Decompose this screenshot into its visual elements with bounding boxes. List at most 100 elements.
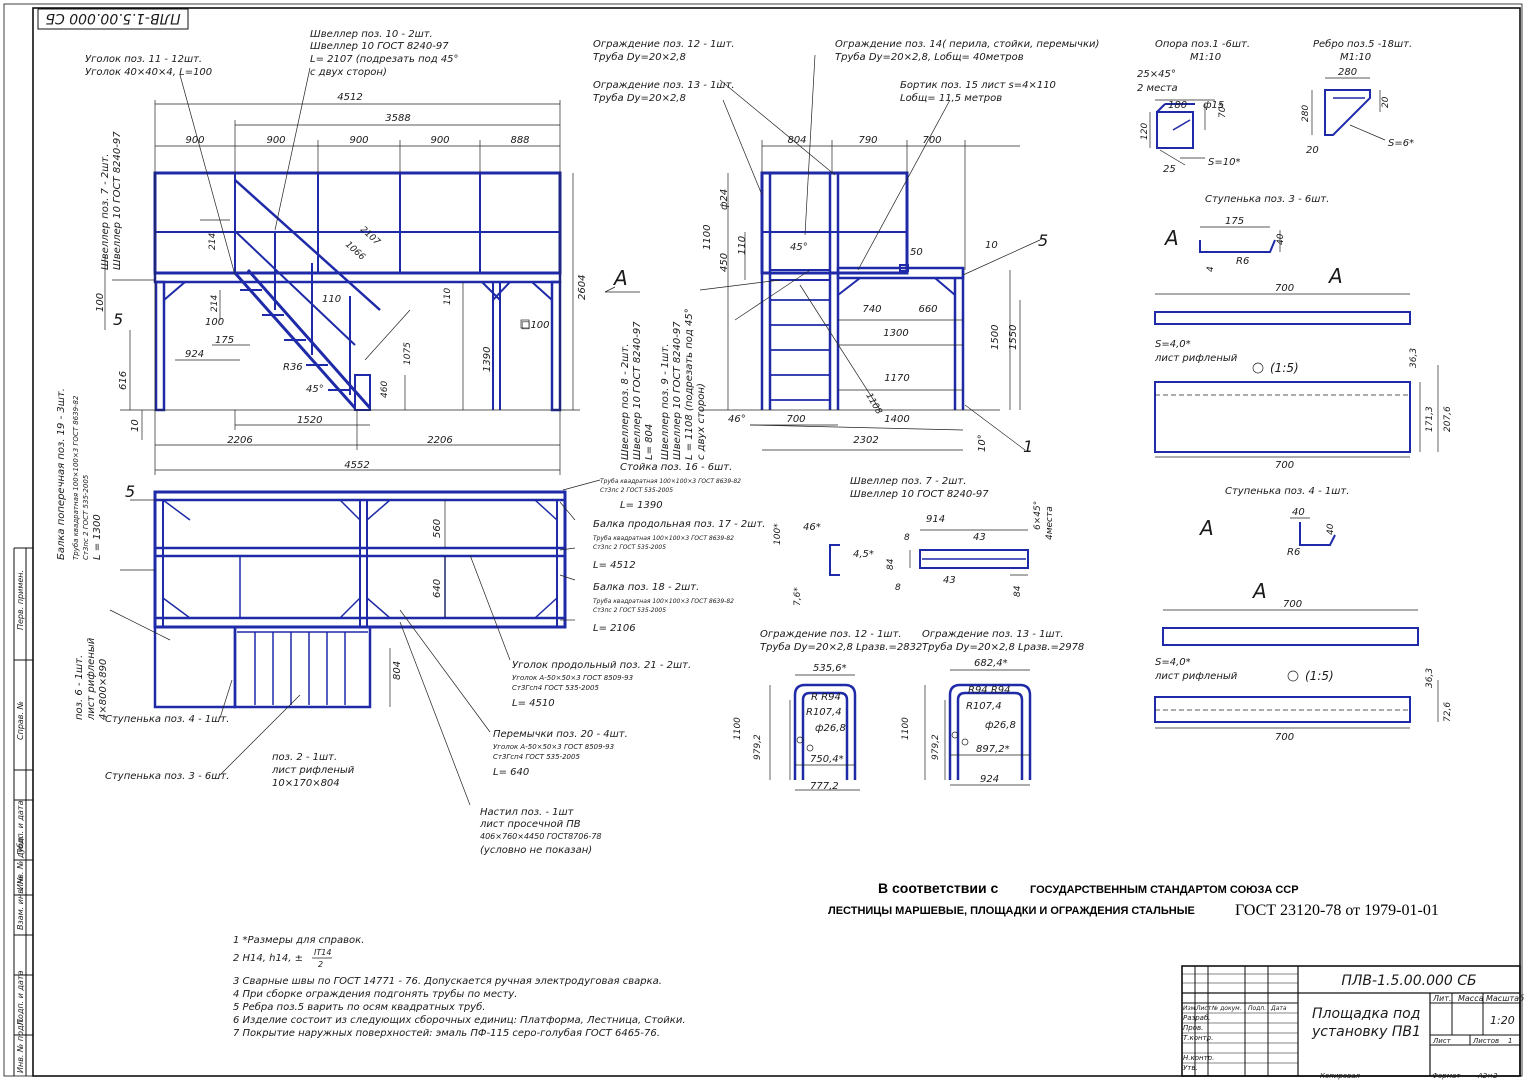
svg-text:Ступенька поз. 3 - 6шт.: Ступенька поз. 3 - 6шт.	[105, 771, 229, 782]
detail-step-3: Ступенька поз. 3 - 6шт. 175 40 4 R6 A A …	[1154, 194, 1453, 471]
svg-text:1550: 1550	[1008, 325, 1019, 350]
svg-text:№ докум.: № докум.	[1211, 1005, 1242, 1012]
svg-text:Лист: Лист	[1195, 1005, 1212, 1012]
svg-text:Швеллер поз. 9 - 1шт.: Швеллер поз. 9 - 1шт.	[660, 344, 671, 460]
svg-text:ф26,8: ф26,8	[985, 720, 1016, 731]
svg-text:Ст3Гсп4 ГОСТ 535-2005: Ст3Гсп4 ГОСТ 535-2005	[512, 684, 599, 692]
svg-text:4: 4	[1206, 266, 1216, 272]
svg-text:804: 804	[787, 135, 806, 146]
svg-text:Швеллер поз. 7 - 2шт.: Швеллер поз. 7 - 2шт.	[850, 476, 966, 487]
svg-text:R R94: R R94	[811, 692, 841, 703]
svg-text:S=4,0*: S=4,0*	[1155, 657, 1191, 668]
svg-text:Уголок 40×40×4, L=100: Уголок 40×40×4, L=100	[85, 67, 212, 78]
svg-text:S=4,0*: S=4,0*	[1155, 339, 1191, 350]
svg-text:1300: 1300	[883, 328, 908, 339]
svg-text:R94 R94: R94 R94	[968, 685, 1011, 696]
svg-text:Швеллер 10 ГОСТ 8240-97: Швеллер 10 ГОСТ 8240-97	[672, 321, 683, 460]
svg-text:ПЛВ-1.5.00.000 СБ: ПЛВ-1.5.00.000 СБ	[1341, 973, 1476, 989]
svg-text:43: 43	[973, 532, 986, 543]
svg-text:2604: 2604	[577, 275, 588, 300]
svg-text:100: 100	[95, 293, 106, 312]
svg-text:4×800×890: 4×800×890	[98, 659, 109, 720]
svg-text:В соответствии с: В соответствии с	[878, 880, 998, 896]
svg-text:Труба Dy=20×2,8: Труба Dy=20×2,8	[593, 51, 686, 63]
svg-text:Н.контр.: Н.контр.	[1183, 1054, 1214, 1062]
svg-text:120: 120	[1140, 123, 1150, 140]
svg-text:лист рифленый: лист рифленый	[271, 765, 355, 776]
svg-text:Ст3пс 2 ГОСТ 535-2005: Ст3пс 2 ГОСТ 535-2005	[600, 487, 673, 494]
svg-text:Подп. и дата: Подп. и дата	[16, 970, 25, 1025]
svg-text:Ст3пс 2 ГОСТ 535-2005: Ст3пс 2 ГОСТ 535-2005	[593, 544, 666, 551]
svg-text:Труба квадратная 100×100×3 ГОС: Труба квадратная 100×100×3 ГОСТ 8639-82	[593, 598, 734, 605]
svg-text:Ступенька поз. 4 - 1шт.: Ступенька поз. 4 - 1шт.	[1225, 486, 1349, 497]
svg-text:Труба квадратная 100×100×3 ГОС: Труба квадратная 100×100×3 ГОСТ 8639-82	[593, 535, 734, 542]
svg-text:L = 1108 (подрезать под 45°: L = 1108 (подрезать под 45°	[684, 308, 695, 460]
svg-text:Балка продольная поз. 17 - 2шт: Балка продольная поз. 17 - 2шт.	[593, 519, 765, 530]
svg-text:Ст3пс 2 ГОСТ 535-2005: Ст3пс 2 ГОСТ 535-2005	[593, 607, 666, 614]
svg-text:Перемычки поз. 20 - 4шт.: Перемычки поз. 20 - 4шт.	[493, 729, 628, 740]
detail-railing-13: Ограждение поз. 13 - 1шт. Труба Dy=20×2,…	[901, 629, 1084, 786]
svg-text:6×45°: 6×45°	[1033, 501, 1043, 530]
svg-text:700: 700	[786, 414, 805, 425]
svg-text:Т.контр.: Т.контр.	[1183, 1034, 1213, 1042]
svg-text:Труба Dy=20×2,8, Lобщ= 40метро: Труба Dy=20×2,8, Lобщ= 40метров	[835, 51, 1024, 63]
svg-text:3588: 3588	[385, 113, 410, 124]
detail-rebro: Ребро поз.5 -18шт. М1:10 280 280 20 20 S…	[1301, 38, 1414, 156]
svg-text:900: 900	[349, 135, 368, 146]
svg-text:50: 50	[910, 247, 923, 258]
svg-text:Площадка под: Площадка под	[1312, 1006, 1420, 1022]
svg-text:A2×2: A2×2	[1477, 1072, 1498, 1080]
svg-text:40: 40	[1276, 233, 1286, 245]
svg-text:207,6: 207,6	[1443, 406, 1453, 432]
svg-text:2: 2	[318, 960, 323, 969]
svg-text:Лист: Лист	[1432, 1037, 1452, 1045]
svg-text:1066: 1066	[343, 240, 367, 263]
svg-text:Подп.: Подп.	[1248, 1005, 1266, 1012]
note-4: 4 При сборке ограждения подгонять трубы …	[233, 988, 517, 1000]
svg-text:2302: 2302	[853, 435, 878, 446]
svg-text:(1:5): (1:5)	[1305, 669, 1334, 683]
svg-text:Балка поперечная поз. 19 - 3шт: Балка поперечная поз. 19 - 3шт.	[56, 388, 67, 560]
svg-text:Пров.: Пров.	[1183, 1024, 1203, 1032]
svg-text:4,5*: 4,5*	[853, 549, 874, 560]
svg-text:979,2: 979,2	[753, 734, 763, 760]
svg-text:1500: 1500	[990, 325, 1001, 350]
svg-text:616: 616	[118, 371, 129, 390]
svg-text:S=10*: S=10*	[1208, 157, 1240, 168]
svg-text:8: 8	[895, 583, 901, 593]
front-view: Уголок поз. 11 - 12шт. Уголок 40×40×4, L…	[85, 29, 640, 475]
title-block: ПЛВ-1.5.00.000 СБ Площадка под установку…	[1181, 965, 1524, 1080]
svg-text:Швеллер 10 ГОСТ 8240-97: Швеллер 10 ГОСТ 8240-97	[632, 321, 643, 460]
note-6: 6 Изделие состоит из следующих сборочных…	[233, 1014, 686, 1026]
svg-text:Ограждение поз. 14( перила, ст: Ограждение поз. 14( перила, стойки, пере…	[835, 39, 1099, 50]
svg-text:Копировал: Копировал	[1320, 1072, 1361, 1080]
svg-text:36,3: 36,3	[1425, 668, 1435, 688]
svg-text:1100: 1100	[901, 717, 911, 740]
svg-text:Уголок A-50×50×3 ГОСТ 8509-93: Уголок A-50×50×3 ГОСТ 8509-93	[512, 674, 633, 682]
svg-text:Балка поз. 18 - 2шт.: Балка поз. 18 - 2шт.	[593, 582, 699, 593]
svg-text:4552: 4552	[344, 460, 369, 471]
svg-text:46*: 46*	[803, 522, 821, 533]
svg-text:L= 640: L= 640	[493, 767, 529, 778]
svg-text:Дата: Дата	[1270, 1005, 1287, 1012]
svg-text:Труба Dy=20×2,8 Lразв.=2832: Труба Dy=20×2,8 Lразв.=2832	[760, 641, 922, 653]
svg-text:Листов: Листов	[1472, 1037, 1499, 1045]
svg-text:IT14: IT14	[314, 948, 331, 957]
svg-text:2 места: 2 места	[1137, 83, 1178, 94]
svg-text:Ограждение поз. 12 - 1шт.: Ограждение поз. 12 - 1шт.	[760, 629, 902, 640]
svg-text:171,3: 171,3	[1425, 406, 1435, 432]
svg-text:Ограждение поз. 12 - 1шт.: Ограждение поз. 12 - 1шт.	[593, 39, 735, 50]
svg-text:с двух сторон): с двух сторон)	[310, 67, 387, 78]
svg-text:40: 40	[1326, 523, 1336, 535]
svg-text:924: 924	[185, 349, 204, 360]
svg-text:406×760×4450 ГОСТ8706-78: 406×760×4450 ГОСТ8706-78	[480, 832, 602, 841]
svg-text:4места: 4места	[1045, 506, 1055, 540]
svg-text:1390: 1390	[482, 347, 493, 372]
svg-text:700: 700	[1283, 599, 1302, 610]
svg-text:L= 4512: L= 4512	[593, 560, 636, 571]
svg-text:7,6*: 7,6*	[793, 587, 803, 606]
svg-text:2206: 2206	[427, 435, 452, 446]
detail-opora: Опора поз.1 -6шт. М1:10 25×45° 2 места 1…	[1137, 39, 1250, 175]
svg-text:Швеллер 10 ГОСТ 8240-97: Швеллер 10 ГОСТ 8240-97	[850, 489, 989, 500]
svg-text:L= 2107 (подрезать под 45°: L= 2107 (подрезать под 45°	[310, 54, 459, 65]
